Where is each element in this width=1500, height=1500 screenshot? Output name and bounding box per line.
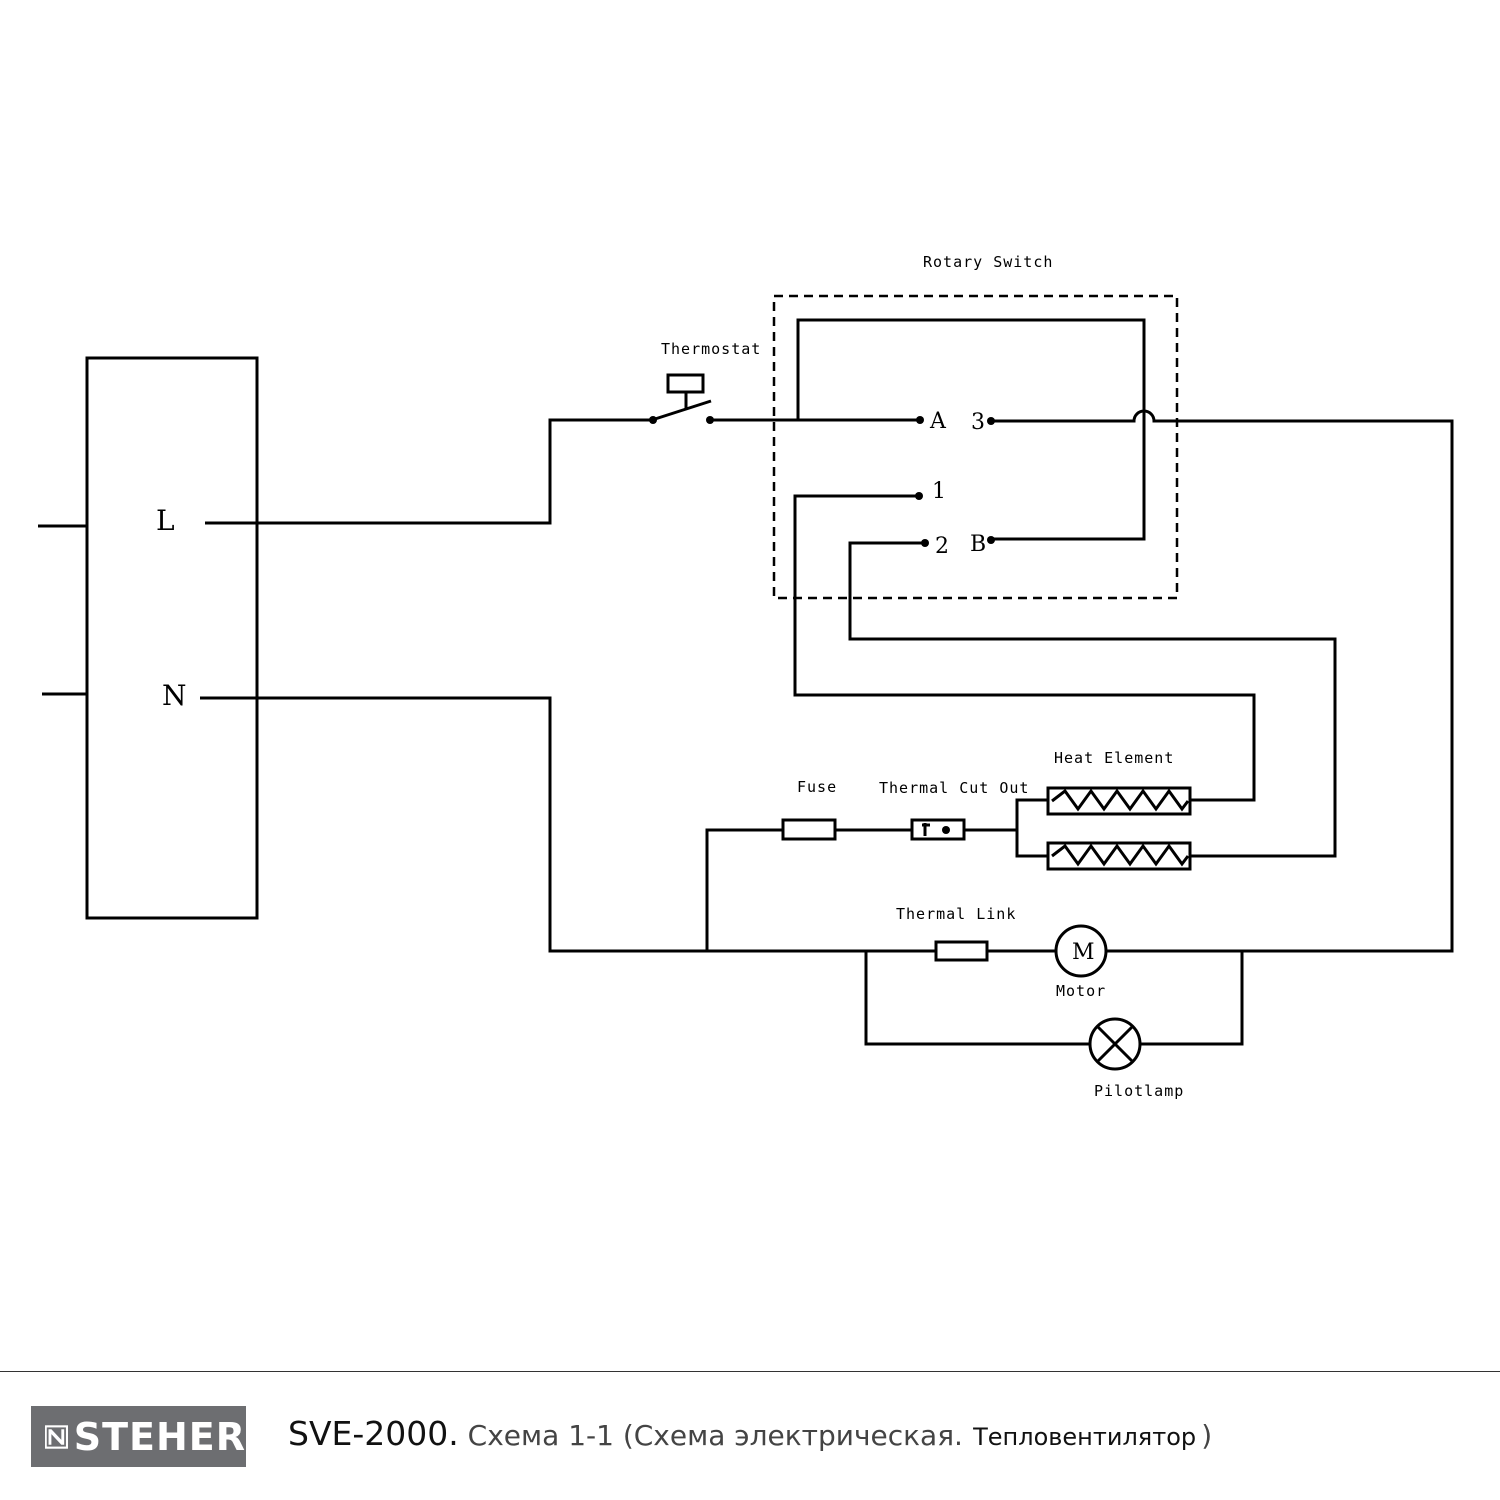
caption-close-paren: ): [1201, 1419, 1213, 1452]
wire-2-to-heat-element-bottom: [848, 541, 1337, 858]
terminal-2-label: 2: [935, 534, 949, 559]
heat-element-top: [1046, 786, 1192, 816]
wire-pilotlamp-left: [864, 951, 1090, 1046]
pilotlamp-cross-2: [1095, 1024, 1135, 1064]
motor-m-letter: M: [1072, 940, 1095, 965]
heat-element-bottom: [1046, 841, 1192, 871]
terminal-a-label: A: [929, 409, 947, 434]
fuse-label: Fuse: [797, 778, 837, 796]
mains-terminal-block: [85, 356, 259, 920]
terminal-a-dot: [916, 416, 924, 424]
thermal-link-symbol: [934, 940, 989, 962]
rotary-internal-bridge: [796, 318, 1146, 541]
mains-neutral-label: N: [162, 679, 187, 712]
wire-1-to-heat-element-top: [793, 494, 1256, 802]
thermal-cut-out-dot: [942, 826, 950, 834]
footer-divider: [0, 1371, 1500, 1372]
wire-bus-to-fuse: [705, 828, 783, 951]
thermal-link-label: Thermal Link: [896, 905, 1016, 923]
thermal-cut-out-symbol: [910, 818, 966, 841]
heat-element-top-coil: [1051, 788, 1190, 812]
circuit-diagram: L N Thermostat Rotary Switch A 3 1 2 B F…: [38, 253, 1454, 1100]
pilotlamp-label: Pilotlamp: [1094, 1082, 1184, 1100]
rotary-switch-box: [772, 294, 1179, 600]
motor-label: Motor: [1056, 982, 1106, 1000]
thermostat-switch-blade: [654, 399, 712, 421]
thermal-cut-out-label: Thermal Cut Out: [879, 779, 1029, 797]
pilotlamp-symbol: [1088, 1017, 1142, 1071]
footer-caption: SVE-2000. Схема 1-1 (Схема электрическая…: [288, 1414, 1212, 1453]
wire-element-split: [1015, 798, 1048, 858]
terminal-b-label: B: [970, 532, 986, 557]
rotary-switch-label: Rotary Switch: [923, 253, 1053, 271]
mains-line-label: L: [156, 504, 175, 537]
terminal-b-dot: [987, 536, 995, 544]
terminal-3-label: 3: [971, 410, 985, 435]
steher-logo-icon: [45, 1424, 68, 1449]
caption-device: Тепловентилятор: [973, 1423, 1197, 1451]
caption-model: SVE-2000.: [288, 1414, 459, 1453]
wire-pilotlamp-right: [1141, 951, 1244, 1046]
wire-n-bottom-bus: [200, 696, 1056, 953]
fuse-symbol: [781, 818, 837, 841]
terminal-1-label: 1: [932, 479, 946, 504]
heat-element-bottom-coil: [1051, 843, 1190, 867]
brand-logo: STEHER: [31, 1406, 246, 1467]
wire-3-to-motor-return: [991, 409, 1454, 953]
brand-logo-text: STEHER: [73, 1414, 246, 1459]
thermostat-label: Thermostat: [661, 340, 761, 358]
thermostat-sensor: [666, 373, 705, 394]
wire-l-to-thermostat: [205, 418, 653, 525]
heat-element-label: Heat Element: [1054, 749, 1174, 767]
caption-description: Схема 1-1 (Схема электрическая.: [458, 1419, 963, 1452]
